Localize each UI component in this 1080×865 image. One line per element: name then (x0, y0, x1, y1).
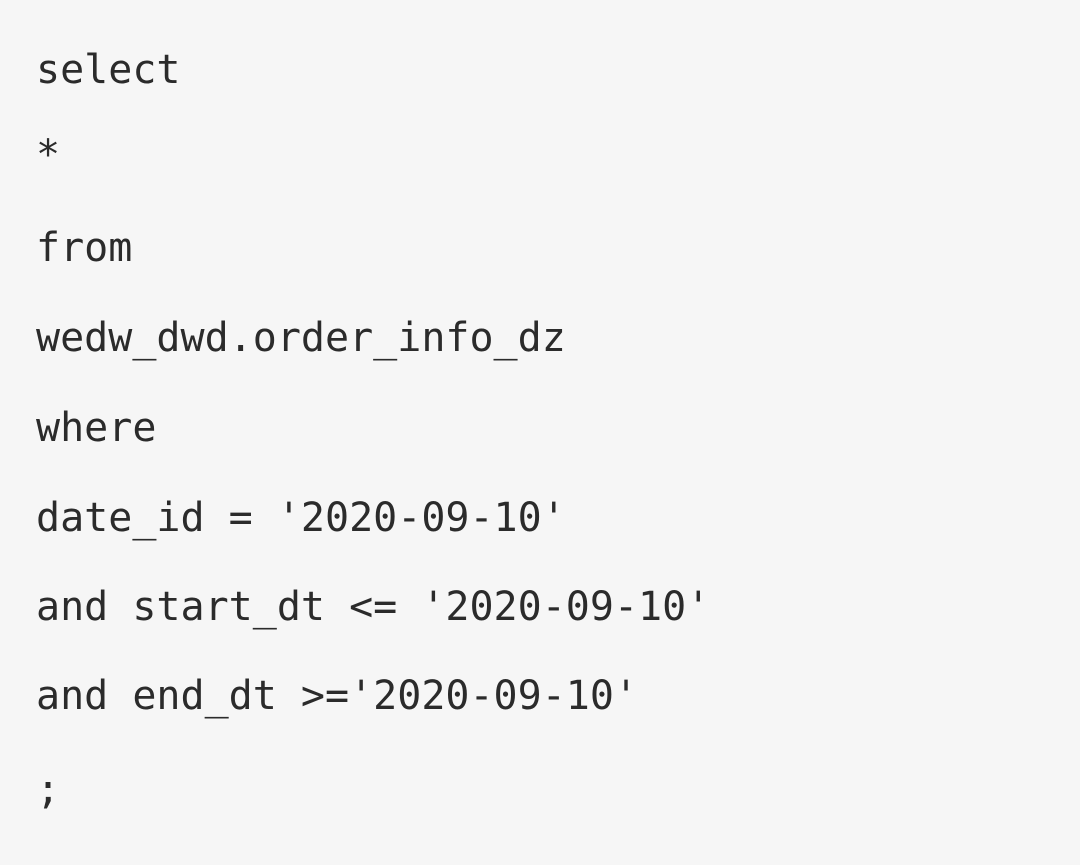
code-line: and start_dt <= '2020-09-10' (36, 584, 711, 630)
code-line: from (36, 225, 133, 271)
code-line: where (36, 405, 157, 451)
code-line: select (36, 47, 181, 93)
code-line: * (36, 132, 61, 178)
code-line: wedw_dwd.order_info_dz (36, 315, 566, 361)
code-line: ; (36, 767, 61, 813)
code-line: date_id = '2020-09-10' (36, 495, 566, 541)
code-line: and end_dt >='2020-09-10' (36, 673, 639, 719)
